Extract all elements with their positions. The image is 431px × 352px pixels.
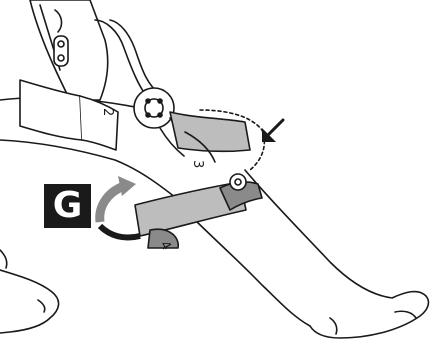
curved-rotate-arrow-icon bbox=[100, 176, 140, 238]
step-badge: G bbox=[44, 184, 91, 228]
thigh-cuff bbox=[30, 0, 108, 100]
strap-number-2: 2 bbox=[100, 108, 115, 116]
left-foot bbox=[0, 250, 59, 333]
strap-number-3: 3 bbox=[190, 160, 205, 168]
arrow-down-left-icon bbox=[262, 120, 283, 142]
